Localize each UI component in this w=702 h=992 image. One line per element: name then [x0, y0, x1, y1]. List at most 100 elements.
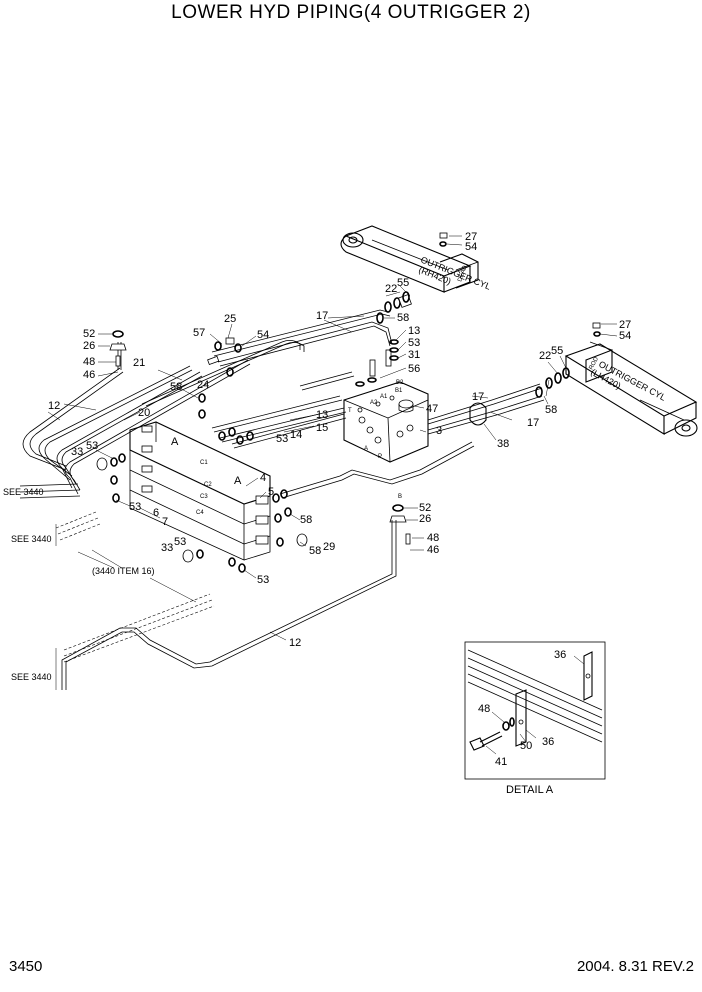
callout-58-mid: 58 [170, 381, 182, 393]
callout-12-lower: 12 [289, 637, 301, 649]
callout-58-lower: 58 [300, 514, 312, 526]
view-marker-a2: A [234, 475, 242, 487]
callout-55: 55 [397, 277, 409, 289]
revision-date: 2004. 8.31 REV.2 [576, 958, 694, 975]
o-ring [439, 241, 447, 247]
callout-17: 17 [316, 310, 328, 322]
valve-bank: C1 C2 C3 C4 [129, 421, 271, 561]
page-number: 3450 [9, 958, 43, 975]
clamp-lower [389, 504, 424, 551]
callout-22: 22 [385, 283, 397, 295]
o-ring [376, 312, 384, 324]
callout-26-lower: 26 [419, 513, 431, 525]
leader-lines [47, 315, 549, 641]
callout-58: 58 [397, 312, 409, 324]
callout-13: 13 [408, 325, 420, 337]
detail-callout-48: 48 [478, 703, 490, 715]
detail-callout-50: 50 [520, 740, 532, 752]
callout-25: 25 [224, 313, 236, 325]
callout-27: 27 [465, 231, 477, 243]
callout-53-lower: 53 [129, 501, 141, 513]
port-a1: A1 [380, 394, 388, 400]
callout-17-right-low: 17 [527, 417, 539, 429]
callout-26: 26 [83, 340, 95, 352]
callout-47: 47 [426, 403, 438, 415]
callout-5: 5 [268, 486, 274, 498]
detail-caption: DETAIL A [506, 784, 554, 796]
cap-33 [182, 549, 194, 563]
callout-29: 29 [323, 541, 335, 553]
valve-manifold: A1 A2 B1 B2 T P A B [343, 380, 429, 500]
callout-56: 56 [408, 363, 420, 375]
o-ring [554, 372, 562, 384]
hose-clamp-38 [469, 402, 487, 426]
port-c4: C4 [196, 510, 204, 516]
callout-54: 54 [465, 241, 477, 253]
manifold-top-fittings [355, 339, 399, 387]
callout-58-right: 58 [545, 404, 557, 416]
callout-15: 15 [316, 422, 328, 434]
port-t: T [348, 408, 352, 414]
port-b1: B1 [395, 388, 403, 394]
callout-48: 48 [83, 356, 95, 368]
middle-fittings [198, 337, 254, 445]
clamp-upper-left [97, 330, 127, 377]
callout-58-29: 58 [309, 545, 321, 557]
callout-55-right: 55 [551, 345, 563, 357]
callout-48-lower: 48 [427, 532, 439, 544]
view-marker-a1: A [171, 436, 179, 448]
callout-53-left: 53 [86, 440, 98, 452]
callout-53-mid: 53 [276, 433, 288, 445]
plug-fitting [592, 322, 601, 329]
pipe-4-5 [279, 441, 475, 499]
callout-13-mid: 13 [316, 409, 328, 421]
callout-52-lower: 52 [419, 502, 431, 514]
callout-57: 57 [193, 327, 205, 339]
detail-callout-36-top: 36 [554, 649, 566, 661]
callout-31: 31 [408, 349, 420, 361]
callout-4: 4 [260, 472, 266, 484]
port-a2: A2 [370, 400, 378, 406]
pipe-12-lower [61, 520, 397, 690]
see-3440-ref-2: SEE 3440 [11, 534, 52, 544]
callout-33: 33 [71, 446, 83, 458]
port-c1: C1 [200, 460, 208, 466]
callout-46: 46 [83, 369, 95, 381]
port-p: P [378, 454, 382, 460]
o-ring [384, 301, 392, 313]
callout-17-right: 17 [472, 391, 484, 403]
detail-callout-36-bottom: 36 [542, 736, 554, 748]
port-a: A [364, 446, 368, 452]
callout-7: 7 [162, 516, 168, 528]
right-outrigger-cylinder: OUTRIGGER CYL (LH420) ROD [564, 341, 698, 437]
upper-cylinder-cap: DEAD [457, 264, 469, 282]
plug-47 [398, 399, 414, 409]
callout-54-right: 54 [619, 330, 631, 342]
port-b: B [398, 494, 402, 500]
o-ring [545, 377, 553, 389]
callout-38: 38 [497, 438, 509, 450]
dashed-pipes [55, 511, 215, 690]
fitting-29 [296, 533, 308, 547]
plug-fitting [439, 232, 448, 239]
callout-20: 20 [138, 407, 150, 419]
callout-46-lower: 46 [427, 544, 439, 556]
callout-6: 6 [153, 507, 159, 519]
port-b2: B2 [396, 380, 404, 386]
callout-3: 3 [436, 425, 442, 437]
detail-a-panel [464, 641, 606, 780]
callout-53-lower-b: 53 [174, 536, 186, 548]
o-ring [593, 331, 601, 337]
see-3440-ref-1: SEE 3440 [3, 487, 44, 497]
callout-53-bottom: 53 [257, 574, 269, 586]
callout-12: 12 [48, 400, 60, 412]
callout-24: 24 [197, 379, 209, 391]
callout-14: 14 [290, 429, 302, 441]
callout-53: 53 [408, 337, 420, 349]
callout-54-mid: 54 [257, 329, 269, 341]
valve-bank-orings [110, 453, 292, 573]
callout-33-lower: 33 [161, 542, 173, 554]
detail-callout-41: 41 [495, 756, 507, 768]
callout-27-right: 27 [619, 319, 631, 331]
